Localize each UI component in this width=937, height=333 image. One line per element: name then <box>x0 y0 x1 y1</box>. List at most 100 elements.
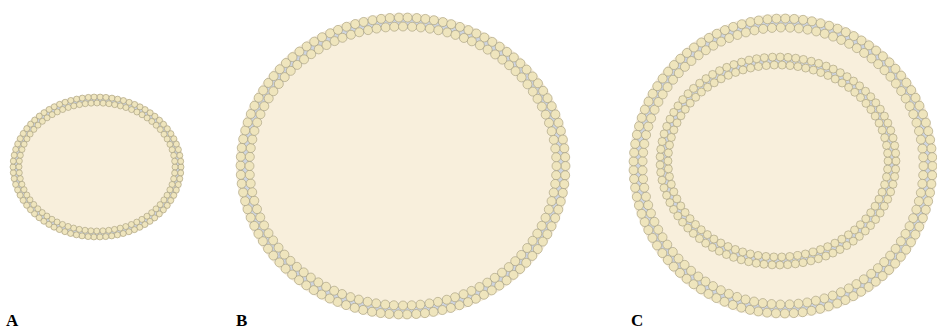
lipid-head <box>828 291 837 300</box>
tail-line <box>666 63 889 258</box>
lipid-head <box>637 209 646 218</box>
lipid-head <box>103 94 109 100</box>
lipid-head <box>754 307 763 316</box>
lipid-head <box>656 161 664 169</box>
lipid-head <box>767 23 776 32</box>
lipid-head <box>891 142 899 150</box>
lipid-head <box>844 284 853 293</box>
lipid-head <box>754 251 762 259</box>
lipid-head <box>245 152 254 161</box>
lipid-head <box>112 102 118 108</box>
lipid-head <box>630 174 639 183</box>
lipid-head <box>126 229 132 235</box>
lipid-head <box>403 13 412 22</box>
lipid-head <box>123 224 129 230</box>
lipid-head <box>629 166 638 175</box>
lipid-head <box>665 173 673 181</box>
lipid-head <box>109 233 115 239</box>
lipid-head <box>644 201 653 210</box>
lipid-head <box>16 158 22 164</box>
lipid-head <box>750 297 759 306</box>
lipid-head <box>455 301 464 310</box>
lipid-head <box>752 259 760 267</box>
tail-line <box>641 26 926 307</box>
lipid-head <box>389 301 398 310</box>
lipid-head <box>760 260 768 268</box>
lipid-head <box>54 109 60 115</box>
lipid-head <box>97 234 103 240</box>
lipid-head <box>871 112 879 120</box>
lipid-head <box>100 228 106 234</box>
lipid-head <box>884 157 892 165</box>
lipid-head <box>776 261 784 269</box>
lipid-head <box>475 41 484 50</box>
lipid-head <box>425 24 434 33</box>
lipid-head <box>731 245 739 253</box>
lipid-head <box>780 309 789 318</box>
lipid-head <box>653 82 662 91</box>
lipid-tails <box>16 100 178 234</box>
lipid-head <box>912 205 921 214</box>
tail-line <box>662 59 895 264</box>
lipid-head <box>724 243 732 251</box>
lipid-head <box>809 66 817 74</box>
lipid-head <box>704 33 713 42</box>
lipid-head <box>123 105 129 111</box>
lipid-head <box>241 126 250 135</box>
lipid-head <box>768 261 776 269</box>
lipid-head <box>177 176 183 182</box>
lipid-head <box>875 195 883 203</box>
lipid-head <box>85 94 91 100</box>
lipid-head <box>896 237 905 246</box>
lipid-head <box>919 110 928 119</box>
lipid-head <box>547 102 556 111</box>
lipid-head <box>322 41 331 50</box>
lipid-head <box>109 95 115 101</box>
lipid-head <box>558 188 567 197</box>
lipid-head <box>915 222 924 231</box>
lipid-head <box>164 136 170 142</box>
lipid-head <box>807 306 816 315</box>
lipid-head <box>730 253 738 261</box>
lipid-head <box>883 141 891 149</box>
lipid-head <box>781 14 790 23</box>
lipid-head <box>666 199 674 207</box>
lipid-head <box>254 229 263 238</box>
lipid-head <box>16 164 22 170</box>
lipid-head <box>549 135 558 144</box>
lipid-head <box>236 170 245 179</box>
lipid-head <box>16 170 22 176</box>
lipid-head <box>880 202 888 210</box>
lipid-head <box>720 297 729 306</box>
lipid-head <box>433 297 442 306</box>
lipid-head <box>762 252 770 260</box>
lipid-head <box>784 53 792 61</box>
lipid-head <box>172 170 178 176</box>
lipid-head <box>11 176 17 182</box>
lipid-head <box>927 180 936 189</box>
lipid-head <box>17 176 23 182</box>
lipid-head <box>71 103 77 109</box>
lipid-head <box>919 162 928 171</box>
lipid-head <box>412 310 421 319</box>
lipid-head <box>399 301 408 310</box>
lipid-head <box>673 119 681 127</box>
lipid-head <box>169 147 175 153</box>
lipid-head <box>60 107 66 113</box>
lipid-head <box>849 292 858 301</box>
lipid-head <box>10 170 16 176</box>
lipid-head <box>554 118 563 127</box>
lipid-head <box>346 293 355 302</box>
lipid-head <box>739 248 747 256</box>
lipid-head <box>103 234 109 240</box>
lipid-head <box>776 300 785 309</box>
lipid-head <box>815 59 823 67</box>
lipid-head <box>342 301 351 310</box>
lipid-head <box>836 288 845 297</box>
lipid-head <box>640 105 649 114</box>
lipid-head <box>640 218 649 227</box>
lipid-head <box>472 29 481 38</box>
lipid-head <box>724 71 732 79</box>
lipid-head <box>91 94 97 100</box>
lipid-head <box>739 66 747 74</box>
